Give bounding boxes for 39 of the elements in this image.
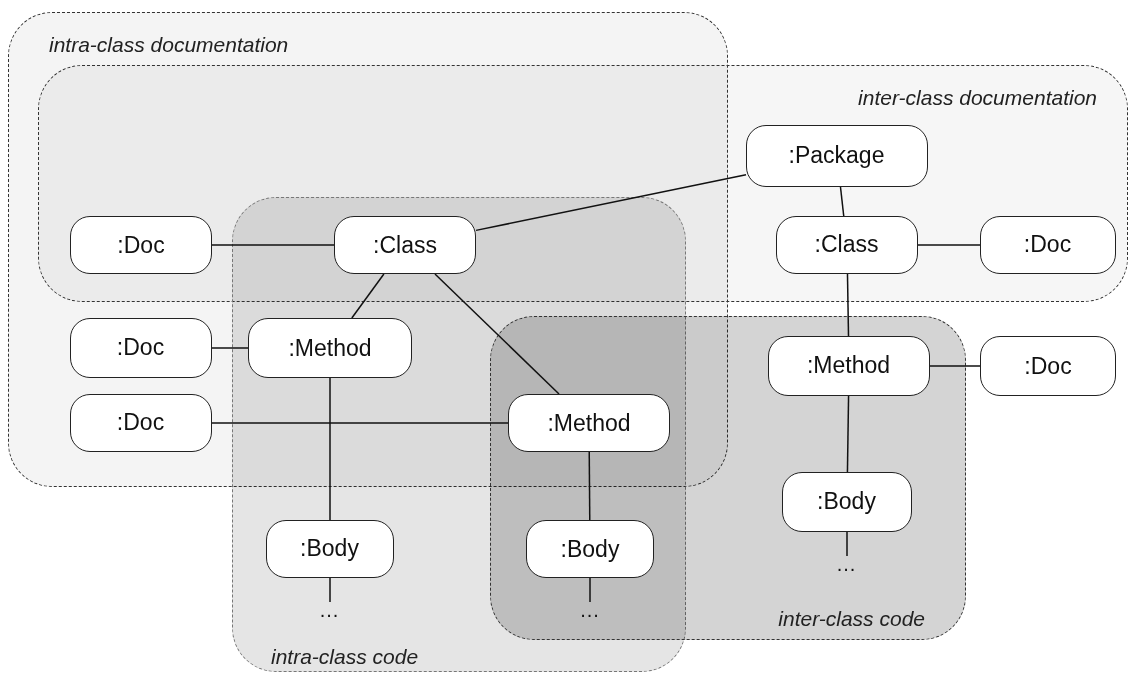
connector-line — [211, 347, 249, 349]
object-node: :Doc — [69, 393, 212, 452]
ellipsis-label: ... — [580, 603, 600, 617]
object-node: :Method — [767, 335, 930, 396]
connector-line — [475, 174, 747, 232]
object-node: :Body — [265, 519, 394, 578]
connector-line — [351, 273, 385, 319]
ellipsis-label: ... — [836, 556, 857, 571]
object-node: :Body — [781, 471, 912, 532]
object-node: :Class — [775, 215, 918, 274]
object-node: :Class — [334, 216, 476, 274]
connector-line — [846, 273, 850, 337]
connector-line — [846, 395, 850, 473]
object-node: :Doc — [70, 216, 212, 274]
connector-line — [589, 577, 591, 603]
region-label: intra-class code — [271, 645, 419, 669]
object-node: :Body — [526, 520, 654, 578]
object-node: :Doc — [979, 215, 1116, 274]
object-node: :Doc — [980, 336, 1116, 396]
connector-line — [846, 531, 848, 557]
connector-line — [329, 377, 331, 521]
object-node: :Method — [248, 318, 412, 378]
connector-line — [588, 451, 591, 521]
region-label: inter-class code — [778, 607, 925, 631]
connector-line — [211, 244, 335, 246]
ellipsis-label: ... — [319, 602, 340, 617]
connector-line — [329, 577, 331, 603]
connector-line — [929, 365, 981, 367]
object-node: :Doc — [69, 317, 212, 378]
connector-line — [917, 244, 981, 246]
connector-line — [839, 186, 845, 217]
connector-line — [211, 422, 509, 424]
connector-line — [434, 273, 560, 395]
dashed-region — [38, 65, 1128, 302]
region-label: inter-class documentation — [858, 86, 1097, 110]
object-node: :Method — [508, 394, 670, 452]
dashed-region — [490, 316, 966, 640]
object-node: :Package — [745, 124, 928, 187]
region-label: intra-class documentation — [49, 33, 289, 57]
